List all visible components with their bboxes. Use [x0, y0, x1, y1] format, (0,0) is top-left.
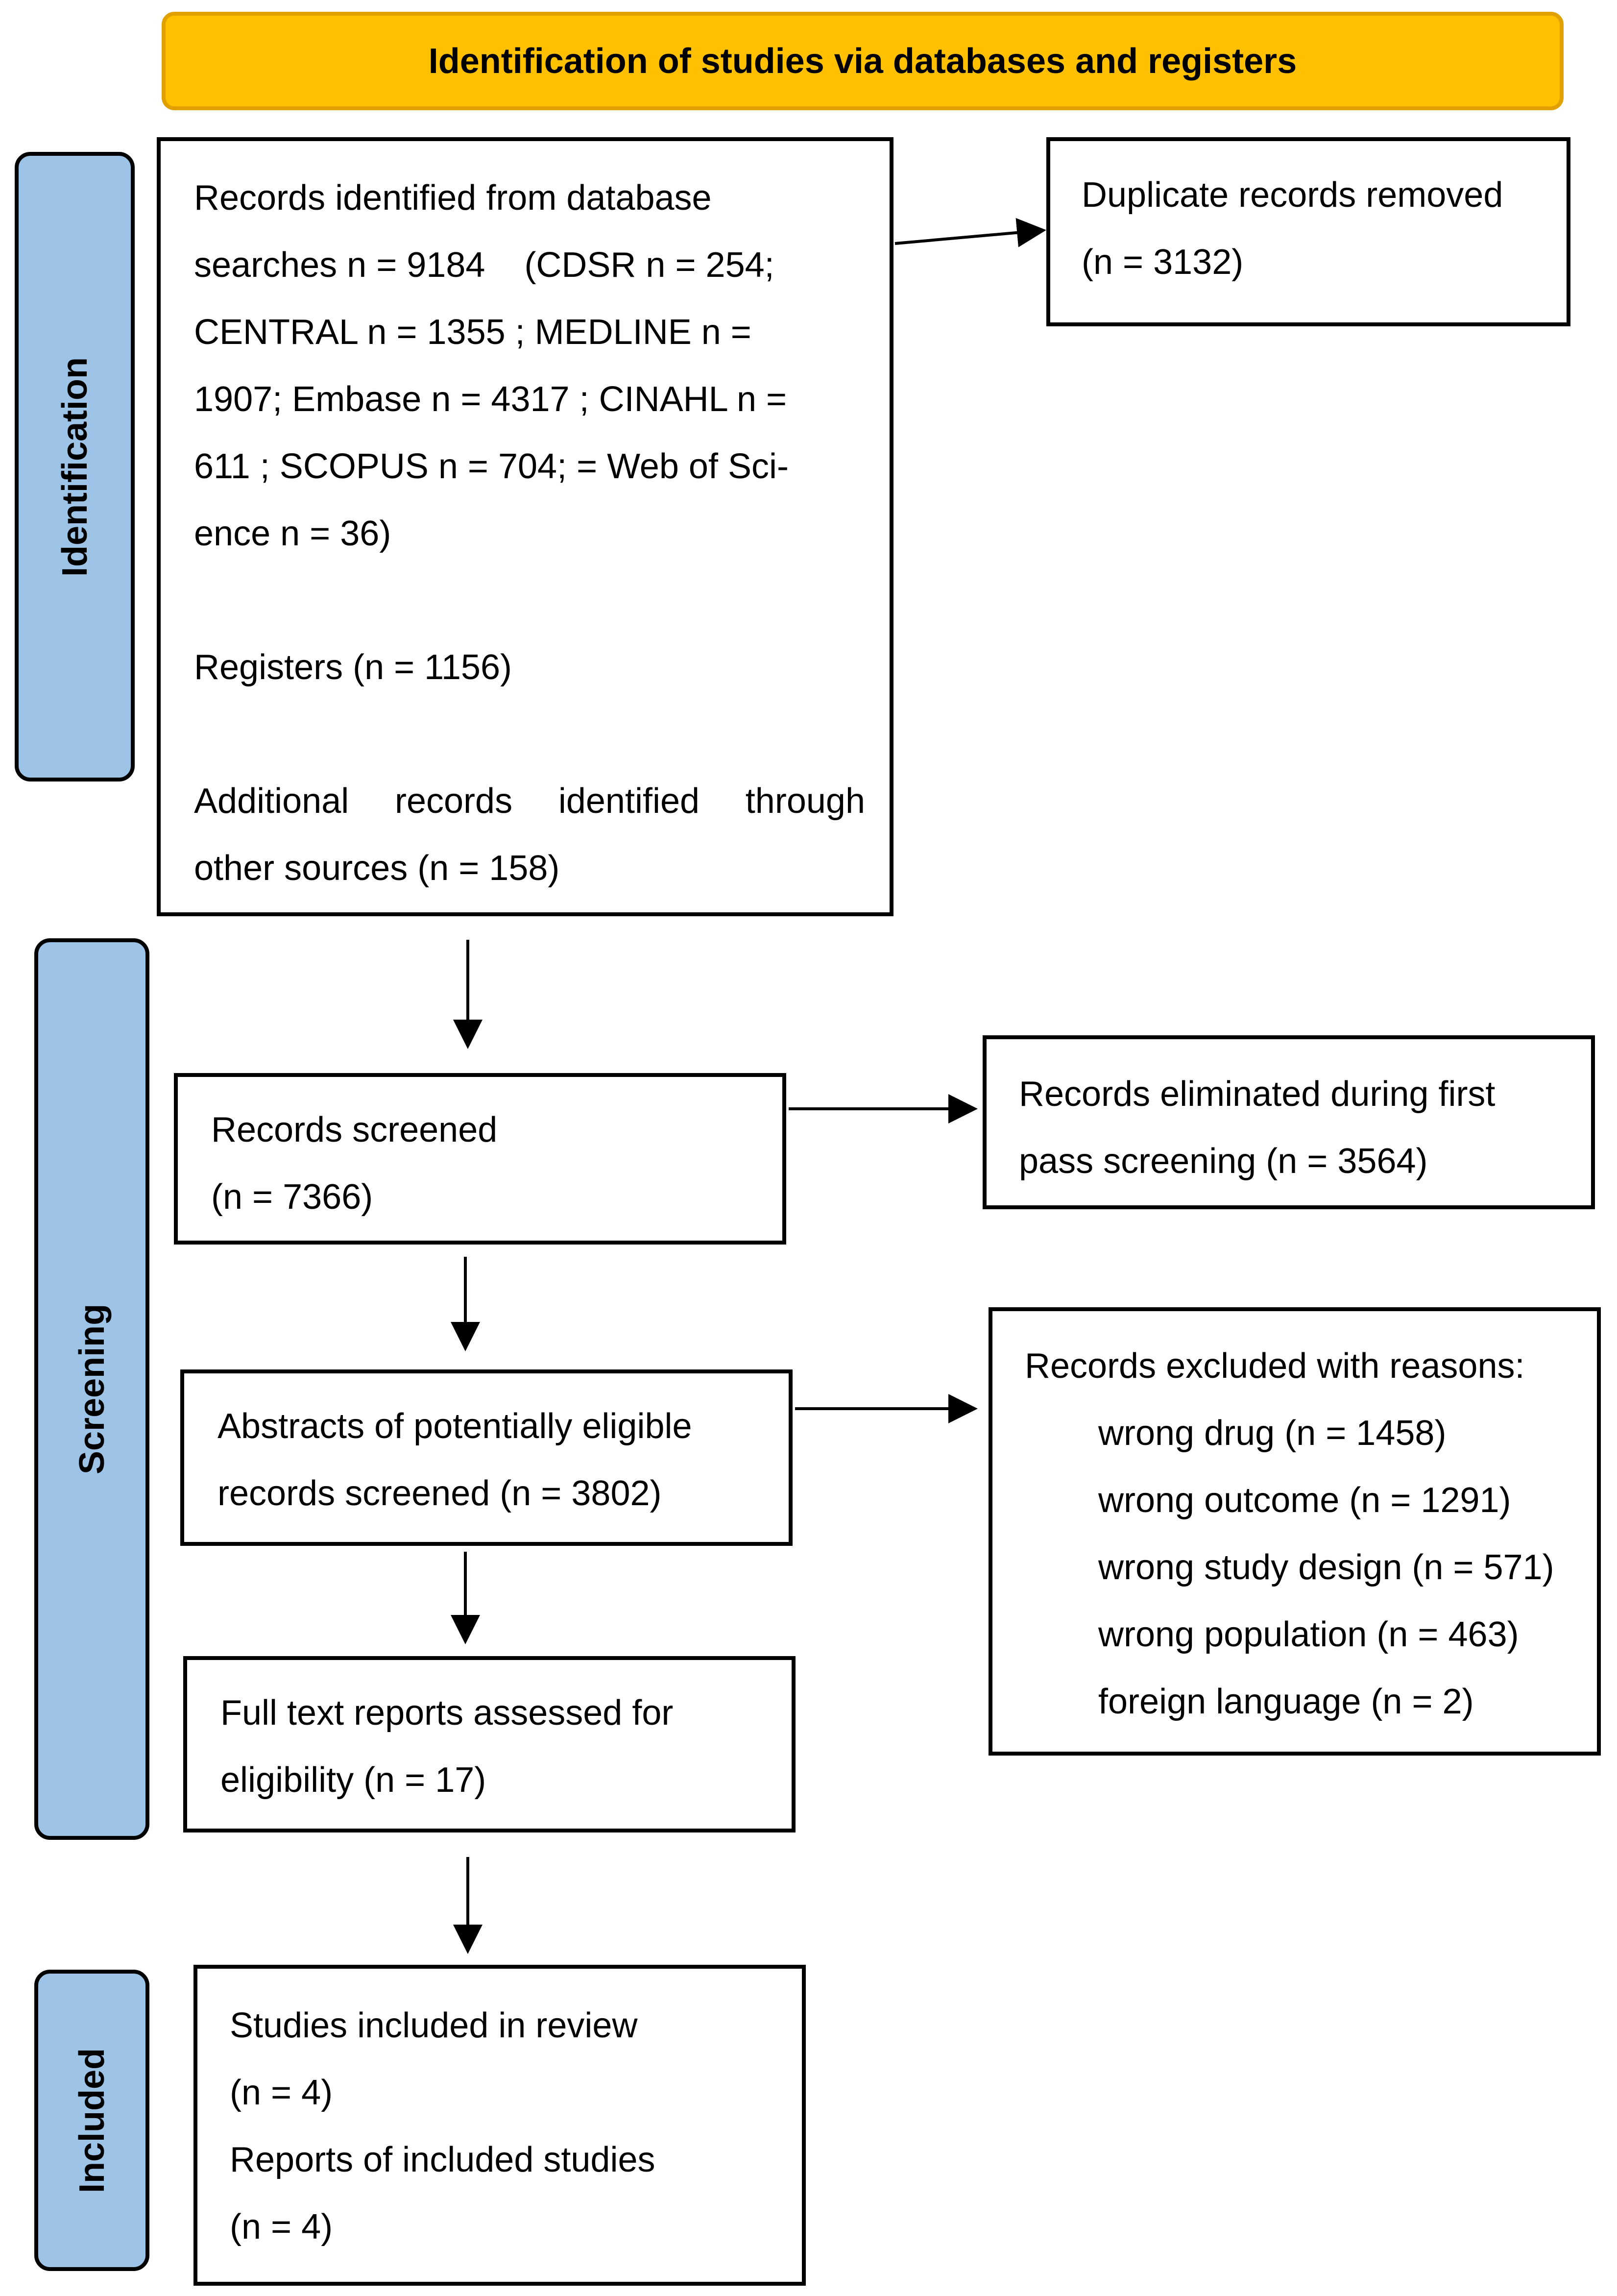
records-identified-box: Records identified from database searche…	[157, 137, 893, 916]
excluded-title: Records excluded with reasons:	[1025, 1346, 1525, 1386]
abstracts-line2: records screened (n = 3802)	[217, 1474, 662, 1513]
additional-word-3: identified	[558, 782, 700, 821]
included-line2: (n = 4)	[230, 2073, 333, 2112]
records-identified-line2: searches n = 9184 (CDSR n = 254;	[194, 245, 774, 285]
excluded-reason: wrong outcome (n = 1291)	[1098, 1481, 1511, 1520]
records-screened-box: Records screened (n = 7366)	[174, 1073, 786, 1245]
full-text-line1: Full text reports assessed for	[220, 1693, 674, 1733]
header-banner: Identification of studies via databases …	[162, 12, 1564, 110]
additional-records-line1: Additional records identified through	[194, 783, 865, 819]
records-identified-line1: Records identified from database	[194, 178, 712, 218]
excluded-reason: wrong study design (n = 571)	[1098, 1548, 1554, 1587]
included-line4: (n = 4)	[230, 2207, 333, 2247]
registers-count: Registers (n = 1156)	[194, 648, 512, 687]
included-line3: Reports of included studies	[230, 2140, 655, 2179]
additional-word-2: records	[394, 782, 513, 821]
additional-word-4: through	[745, 782, 865, 821]
included-line1: Studies included in review	[230, 2006, 638, 2045]
full-text-line2: eligibility (n = 17)	[220, 1760, 486, 1800]
records-identified-line5: 611 ; SCOPUS n = 704; = Web of Sci-	[194, 447, 789, 486]
records-screened-line1: Records screened	[211, 1110, 498, 1149]
included-box: Studies included in review (n = 4) Repor…	[193, 1965, 806, 2286]
excluded-reason: foreign language (n = 2)	[1098, 1682, 1474, 1721]
additional-records-line2: other sources (n = 158)	[194, 849, 560, 888]
records-identified-line4: 1907; Embase n = 4317 ; CINAHL n =	[194, 380, 787, 419]
full-text-box: Full text reports assessed for eligibili…	[183, 1656, 796, 1832]
abstracts-box: Abstracts of potentially eligible record…	[180, 1369, 793, 1546]
phase-included: Included	[34, 1970, 149, 2271]
excluded-box: Records excluded with reasons: wrong dru…	[989, 1307, 1601, 1756]
duplicates-line1: Duplicate records removed	[1082, 175, 1503, 215]
eliminated-box: Records eliminated during first pass scr…	[983, 1035, 1595, 1209]
duplicates-line2: (n = 3132)	[1082, 243, 1244, 282]
duplicates-box: Duplicate records removed (n = 3132)	[1046, 137, 1570, 326]
phase-screening: Screening	[34, 938, 149, 1840]
excluded-reason: wrong drug (n = 1458)	[1098, 1414, 1447, 1453]
records-identified-line3: CENTRAL n = 1355 ; MEDLINE n =	[194, 313, 751, 352]
arrow-to-duplicates	[894, 218, 1046, 247]
abstracts-line1: Abstracts of potentially eligible	[217, 1407, 692, 1446]
phase-identification: Identification	[15, 152, 135, 782]
records-identified-line6: ence n = 36)	[194, 514, 391, 553]
excluded-reason: wrong population (n = 463)	[1098, 1615, 1519, 1654]
records-screened-line2: (n = 7366)	[211, 1177, 373, 1217]
eliminated-line2: pass screening (n = 3564)	[1019, 1142, 1428, 1181]
eliminated-line1: Records eliminated during first	[1019, 1075, 1496, 1114]
additional-word-1: Additional	[194, 782, 349, 821]
header-title: Identification of studies via databases …	[428, 41, 1297, 81]
